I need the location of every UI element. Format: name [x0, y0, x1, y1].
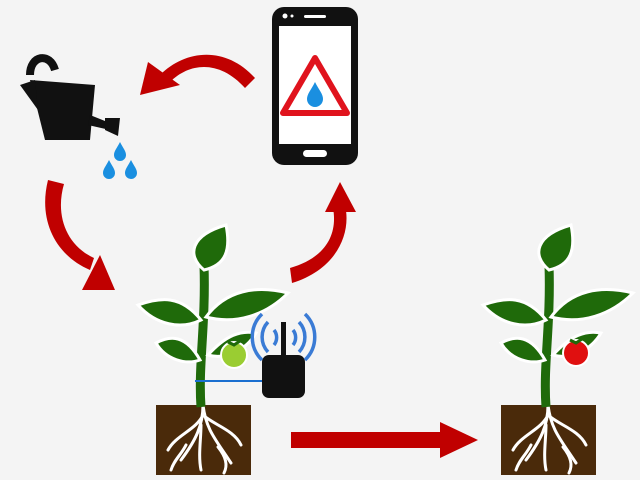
- wifi-signal-icon: [250, 312, 317, 362]
- water-drops-icon: [103, 142, 137, 179]
- arrow-plant-to-phone: [290, 182, 356, 283]
- arrow-phone-to-can: [140, 54, 255, 95]
- warning-drop-icon: [280, 55, 350, 116]
- watering-can-icon: [20, 54, 120, 140]
- plant-unripe-icon: [138, 225, 288, 475]
- smartphone-icon: [272, 7, 358, 165]
- arrow-can-to-plant: [45, 180, 115, 290]
- plant-ripe-icon: [483, 225, 633, 475]
- moisture-sensor-icon: [195, 322, 305, 398]
- arrow-growth: [291, 422, 478, 458]
